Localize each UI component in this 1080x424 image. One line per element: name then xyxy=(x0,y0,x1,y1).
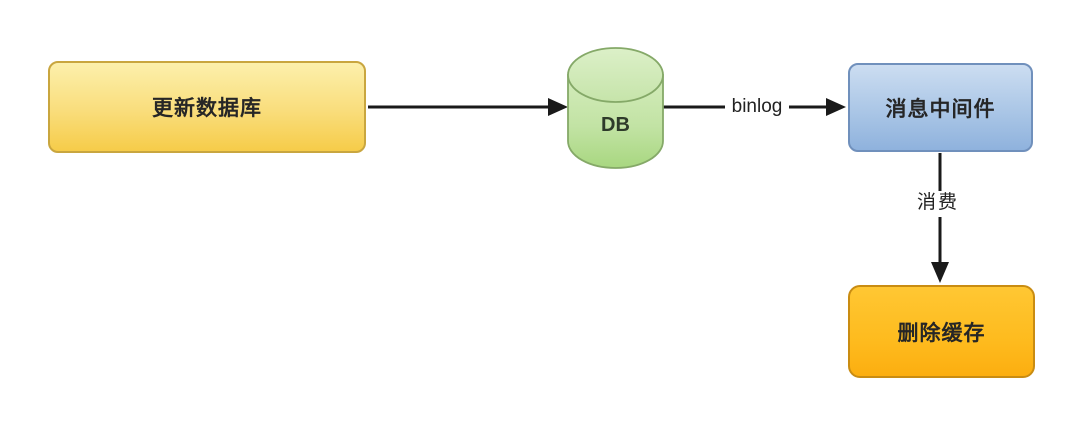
arrow-update-to-db xyxy=(368,98,568,116)
arrowhead-icon xyxy=(548,98,568,116)
node-message-middleware: 消息中间件 xyxy=(848,63,1033,152)
edge-label-binlog: binlog xyxy=(725,95,789,119)
node-delete-cache-label: 删除缓存 xyxy=(897,321,986,345)
node-db-label: DB xyxy=(601,114,630,136)
node-update-database-label: 更新数据库 xyxy=(152,97,262,120)
node-update-database: 更新数据库 xyxy=(48,61,366,153)
arrow-middleware-to-cache xyxy=(931,153,949,283)
node-db xyxy=(567,47,664,169)
node-message-middleware-label: 消息中间件 xyxy=(885,97,996,121)
db-cylinder-top xyxy=(567,47,664,103)
arrowhead-icon xyxy=(826,98,846,116)
arrowhead-icon xyxy=(931,262,949,283)
node-delete-cache: 删除缓存 xyxy=(848,285,1035,378)
edge-label-consume: 消费 xyxy=(911,191,965,217)
